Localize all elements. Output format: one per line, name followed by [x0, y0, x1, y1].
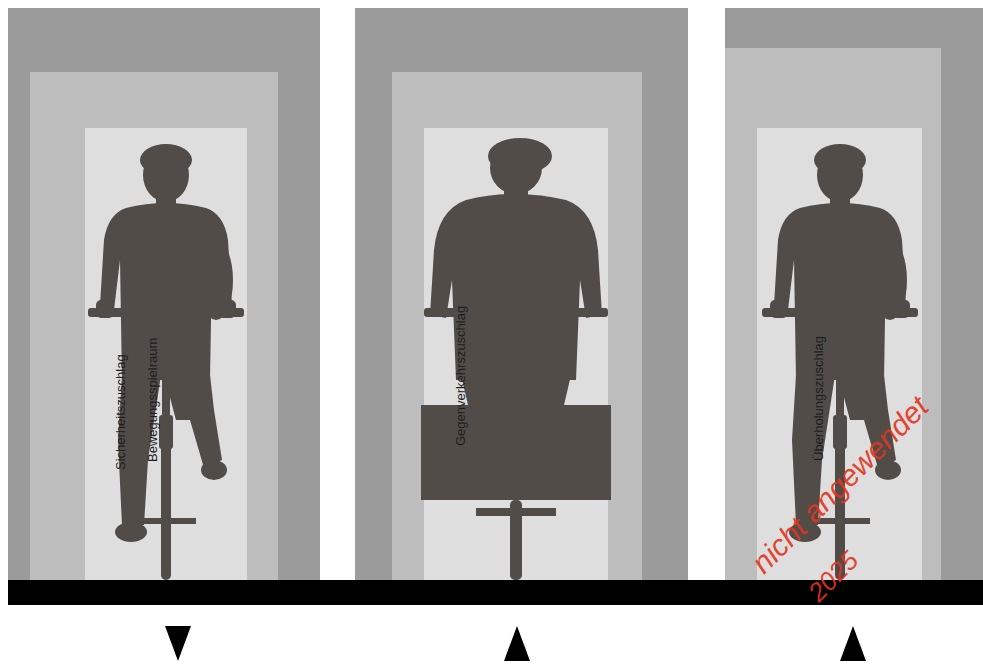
direction-arrow — [504, 626, 530, 661]
rider-envelope — [85, 128, 247, 580]
clearance-label: Überholungszuschlag — [811, 336, 827, 461]
cargo-cyclist — [421, 138, 611, 580]
clearance-label: Gegenverkehrszuschlag — [453, 306, 469, 446]
clearance-zone: Sicherheitszuschlag Bewegungsspielraum — [8, 8, 320, 580]
watermark: 2025 — [802, 545, 865, 608]
zone-label: Bewegungsspielraum — [145, 337, 161, 461]
direction-arrow — [165, 626, 191, 661]
safety-zone — [8, 8, 320, 580]
direction-arrow — [840, 626, 866, 661]
safety-zone — [725, 8, 983, 580]
movement-zone — [392, 72, 642, 580]
rider-envelope — [757, 128, 922, 580]
cyclist — [88, 144, 244, 580]
clearance-zone: Bewegungsspielraum — [30, 72, 278, 580]
safety-zone — [355, 8, 688, 580]
zone-label: Sicherheitszuschlag — [113, 355, 129, 471]
movement-zone — [30, 72, 278, 580]
movement-zone — [725, 48, 941, 580]
